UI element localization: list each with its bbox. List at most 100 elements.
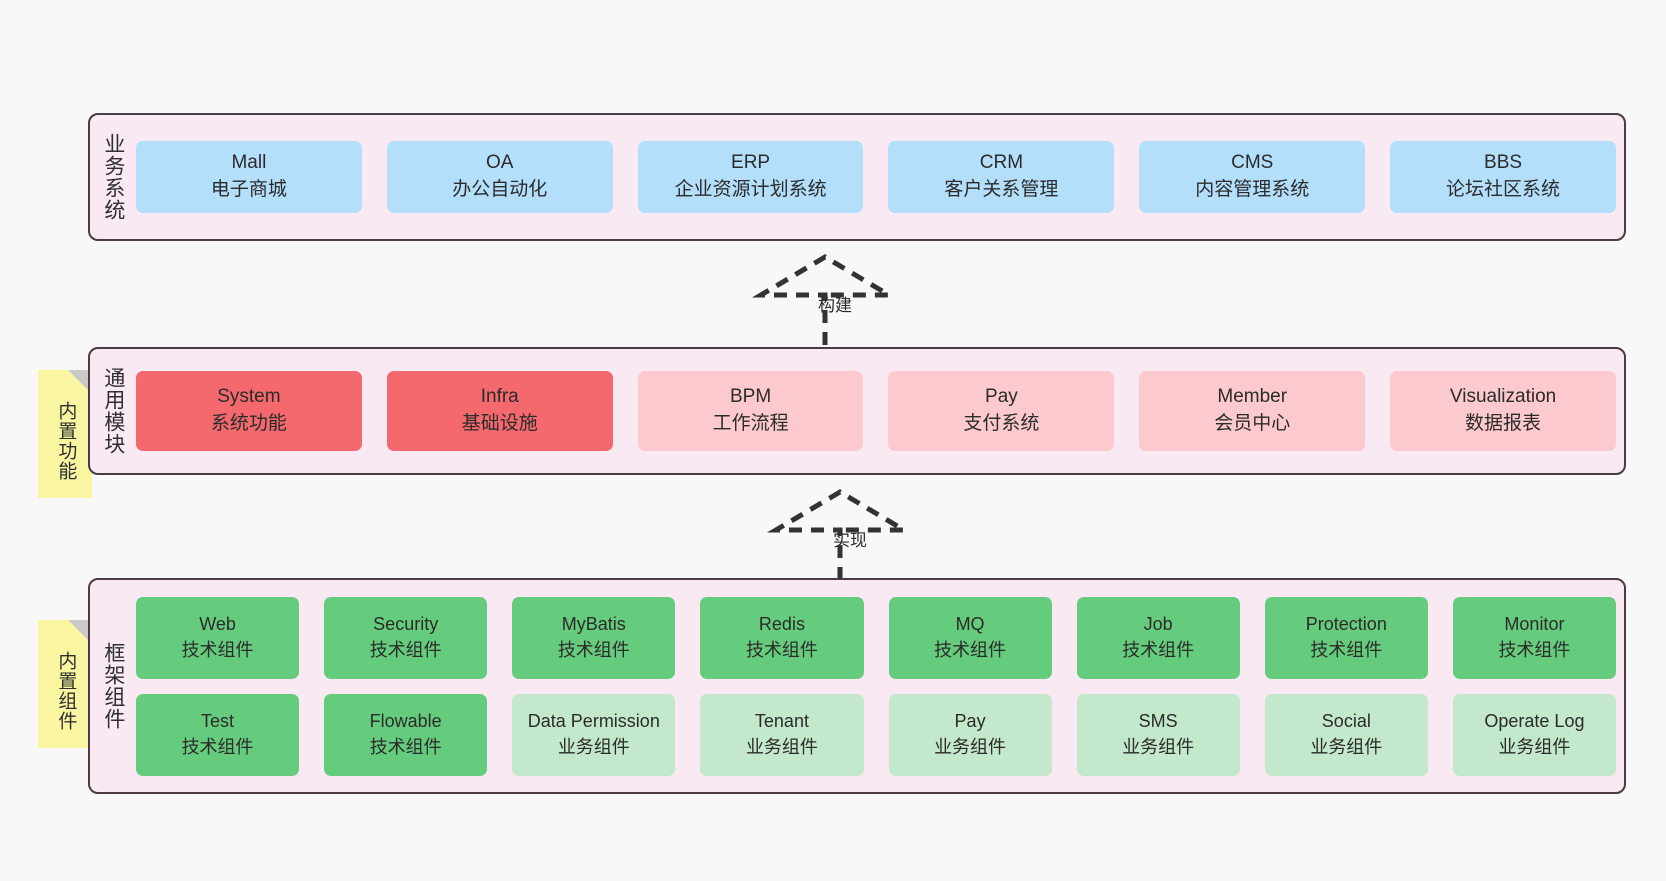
card-title: System: [217, 386, 281, 408]
card-data-permission[interactable]: Data Permission 业务组件: [512, 693, 676, 776]
layer-business-label: 业务系统: [101, 133, 125, 221]
card-tenant[interactable]: Tenant 业务组件: [700, 693, 864, 776]
card-title: Security: [373, 613, 439, 634]
card-title: Tenant: [754, 710, 809, 731]
common-card-row: System 系统功能 Infra 基础设施 BPM 工作流程 Pay 支付系统…: [136, 371, 1616, 451]
card-title: CRM: [979, 152, 1024, 174]
card-pay[interactable]: Pay 支付系统: [888, 371, 1115, 451]
card-protection[interactable]: Protection 技术组件: [1264, 596, 1428, 679]
card-title: CMS: [1231, 152, 1274, 174]
card-subtitle: 数据报表: [1465, 413, 1542, 434]
card-subtitle: 技术组件: [1122, 639, 1195, 660]
card-subtitle: 业务组件: [1310, 736, 1383, 757]
card-title: Operate Log: [1484, 710, 1585, 731]
layer-common-label: 通用模块: [101, 367, 125, 455]
card-title: Redis: [758, 613, 805, 634]
layer-framework-label: 框架组件: [101, 642, 125, 730]
card-subtitle: 业务组件: [745, 736, 818, 757]
layer-framework-components: 框架组件 Web 技术组件 Security 技术组件 MyBatis 技术组件…: [88, 578, 1626, 794]
card-member[interactable]: Member 会员中心: [1139, 371, 1366, 451]
card-visualization[interactable]: Visualization 数据报表: [1390, 371, 1616, 451]
card-subtitle: 基础设施: [461, 413, 538, 434]
card-crm[interactable]: CRM 客户关系管理: [888, 141, 1115, 213]
card-subtitle: 支付系统: [963, 413, 1040, 434]
card-pay-business[interactable]: Pay 业务组件: [888, 693, 1052, 776]
card-redis[interactable]: Redis 技术组件: [700, 596, 864, 679]
card-title: OA: [486, 152, 514, 174]
card-subtitle: 业务组件: [1122, 736, 1195, 757]
card-title: Pay: [954, 710, 986, 731]
card-monitor[interactable]: Monitor 技术组件: [1452, 596, 1616, 679]
note-label: 内置组件: [55, 651, 77, 731]
layer-common-body: System 系统功能 Infra 基础设施 BPM 工作流程 Pay 支付系统…: [136, 349, 1624, 473]
card-subtitle: 客户关系管理: [944, 179, 1059, 200]
card-bbs[interactable]: BBS 论坛社区系统: [1390, 141, 1616, 213]
business-card-row: Mall 电子商城 OA 办公自动化 ERP 企业资源计划系统 CRM 客户关系…: [136, 141, 1616, 213]
card-subtitle: 技术组件: [1498, 639, 1571, 660]
card-flowable[interactable]: Flowable 技术组件: [324, 693, 488, 776]
card-subtitle: 论坛社区系统: [1446, 179, 1561, 200]
card-mybatis[interactable]: MyBatis 技术组件: [512, 596, 676, 679]
card-subtitle: 企业资源计划系统: [674, 179, 827, 200]
card-web[interactable]: Web 技术组件: [136, 596, 300, 679]
card-bpm[interactable]: BPM 工作流程: [637, 371, 864, 451]
card-subtitle: 技术组件: [369, 639, 442, 660]
card-infra[interactable]: Infra 基础设施: [386, 371, 613, 451]
card-subtitle: 技术组件: [369, 736, 442, 757]
card-sms[interactable]: SMS 业务组件: [1076, 693, 1240, 776]
connector-build: 构建: [751, 254, 915, 350]
card-test[interactable]: Test 技术组件: [136, 693, 300, 776]
card-subtitle: 电子商城: [210, 179, 287, 200]
generalization-arrow-icon: [751, 254, 899, 345]
connector-implement: 实现: [766, 489, 930, 585]
card-security[interactable]: Security 技术组件: [324, 596, 488, 679]
card-subtitle: 技术组件: [557, 639, 630, 660]
note-label: 内置功能: [55, 401, 77, 481]
card-title: Flowable: [369, 710, 442, 731]
note-builtin-components: 内置组件: [38, 620, 92, 748]
card-mq[interactable]: MQ 技术组件: [888, 596, 1052, 679]
layer-business-systems: 业务系统 Mall 电子商城 OA 办公自动化 ERP 企业资源计划系统 CRM…: [88, 113, 1626, 241]
card-title: Protection: [1305, 613, 1387, 634]
connector-implement-label: 实现: [833, 531, 867, 550]
card-subtitle: 技术组件: [181, 639, 254, 660]
card-oa[interactable]: OA 办公自动化: [386, 141, 613, 213]
card-erp[interactable]: ERP 企业资源计划系统: [637, 141, 864, 213]
card-title: ERP: [731, 152, 771, 174]
card-job[interactable]: Job 技术组件: [1076, 596, 1240, 679]
card-title: Social: [1321, 710, 1371, 731]
card-subtitle: 技术组件: [745, 639, 818, 660]
card-subtitle: 会员中心: [1214, 413, 1291, 434]
card-subtitle: 系统功能: [210, 413, 287, 434]
card-title: Job: [1143, 613, 1173, 634]
card-cms[interactable]: CMS 内容管理系统: [1139, 141, 1366, 213]
card-title: Visualization: [1449, 386, 1557, 408]
card-title: MyBatis: [561, 613, 626, 634]
layer-common-modules: 通用模块 System 系统功能 Infra 基础设施 BPM 工作流程 Pay…: [88, 347, 1626, 475]
card-subtitle: 办公自动化: [452, 179, 548, 200]
card-operate-log[interactable]: Operate Log 业务组件: [1452, 693, 1616, 776]
layer-business-body: Mall 电子商城 OA 办公自动化 ERP 企业资源计划系统 CRM 客户关系…: [136, 115, 1624, 239]
card-title: BBS: [1484, 152, 1523, 174]
note-builtin-features: 内置功能: [38, 370, 92, 498]
generalization-arrow-icon: [766, 489, 914, 580]
card-system[interactable]: System 系统功能: [136, 371, 362, 451]
card-title: Web: [199, 613, 236, 634]
card-subtitle: 工作流程: [712, 413, 789, 434]
layer-framework-body: Web 技术组件 Security 技术组件 MyBatis 技术组件 Redi…: [136, 580, 1624, 792]
card-title: BPM: [729, 386, 772, 408]
card-title: Mall: [231, 152, 267, 174]
card-subtitle: 技术组件: [181, 736, 254, 757]
card-mall[interactable]: Mall 电子商城: [136, 141, 362, 213]
card-subtitle: 业务组件: [1498, 736, 1571, 757]
card-title: Test: [201, 710, 235, 731]
card-subtitle: 内容管理系统: [1195, 179, 1310, 200]
card-subtitle: 业务组件: [934, 736, 1007, 757]
card-title: Pay: [985, 386, 1018, 408]
card-subtitle: 技术组件: [1310, 639, 1383, 660]
card-title: Member: [1217, 386, 1288, 408]
card-subtitle: 技术组件: [934, 639, 1007, 660]
card-social[interactable]: Social 业务组件: [1264, 693, 1428, 776]
card-title: Monitor: [1504, 613, 1565, 634]
